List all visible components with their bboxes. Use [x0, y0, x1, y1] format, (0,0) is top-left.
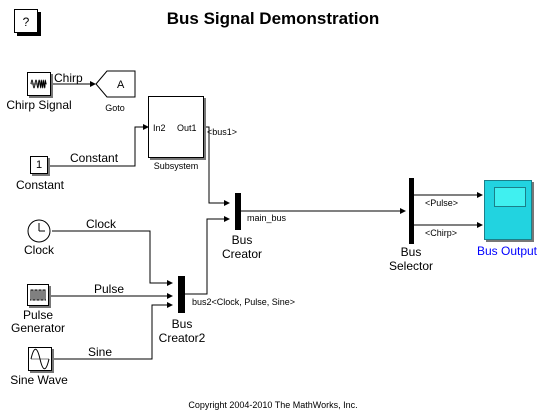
pulse-wave-icon: [30, 289, 46, 301]
chirp-signal-label: Chirp Signal: [6, 98, 72, 112]
bus2-signal-name: bus2<Clock, Pulse, Sine>: [192, 297, 296, 307]
goto-label: Goto: [105, 103, 125, 113]
bus-output-label: Bus Output: [476, 244, 538, 258]
bus-selector-label: Bus Selector: [388, 245, 434, 273]
bus1-line[interactable]: [204, 126, 230, 206]
sine-wave-block[interactable]: [28, 347, 52, 371]
bus-creator2-block[interactable]: [178, 276, 185, 313]
clock-label: Clock: [23, 243, 55, 257]
bus1-signal-name: <bus1>: [207, 127, 238, 137]
subsystem-block[interactable]: In2 Out1: [148, 96, 204, 158]
pulse-generator-label: Pulse Generator: [10, 308, 66, 335]
selector-chirp-signal-name: <Chirp>: [425, 228, 458, 238]
subsystem-label: Subsystem: [153, 161, 199, 171]
sine-line[interactable]: [52, 302, 173, 360]
chirp-signal-block[interactable]: [27, 72, 51, 96]
pulse-signal-name: Pulse: [94, 282, 125, 296]
pulse-generator-block[interactable]: [27, 284, 49, 306]
chirp-signal-name: Chirp: [54, 71, 83, 85]
copyright-text: Copyright 2004-2010 The MathWorks, Inc.: [188, 400, 358, 410]
clock-line[interactable]: [52, 230, 173, 286]
clock-block[interactable]: [26, 218, 52, 244]
chirp-wave-icon: [30, 79, 47, 89]
constant-signal-name: Constant: [70, 151, 119, 165]
help-button[interactable]: ?: [14, 9, 38, 33]
selector-pulse-signal-name: <Pulse>: [425, 198, 459, 208]
goto-tag-text: A: [117, 79, 125, 91]
sine-signal-name: Sine: [88, 345, 113, 359]
bus-output-scope-block[interactable]: [484, 180, 532, 240]
subsystem-in-port-label: In2: [153, 123, 166, 133]
constant-label: Constant: [15, 178, 65, 192]
bus-creator-block[interactable]: [235, 193, 241, 230]
scope-screen-icon: [494, 187, 526, 207]
sine-wave-label: Sine Wave: [10, 373, 68, 387]
sine-wave-icon: [30, 348, 50, 370]
bus-selector-block[interactable]: [409, 178, 414, 244]
clock-signal-name: Clock: [86, 217, 117, 231]
subsystem-out-port-label: Out1: [177, 123, 197, 133]
constant-block[interactable]: 1: [30, 156, 48, 174]
bus2-line[interactable]: [185, 216, 230, 295]
bus-creator2-label: Bus Creator2: [158, 317, 206, 345]
main-bus-signal-name: main_bus: [247, 213, 287, 223]
diagram-title: Bus Signal Demonstration: [166, 9, 380, 28]
goto-block[interactable]: A: [95, 70, 137, 100]
constant-to-subsystem-line[interactable]: [50, 124, 149, 167]
bus-creator-label: Bus Creator: [221, 233, 263, 261]
